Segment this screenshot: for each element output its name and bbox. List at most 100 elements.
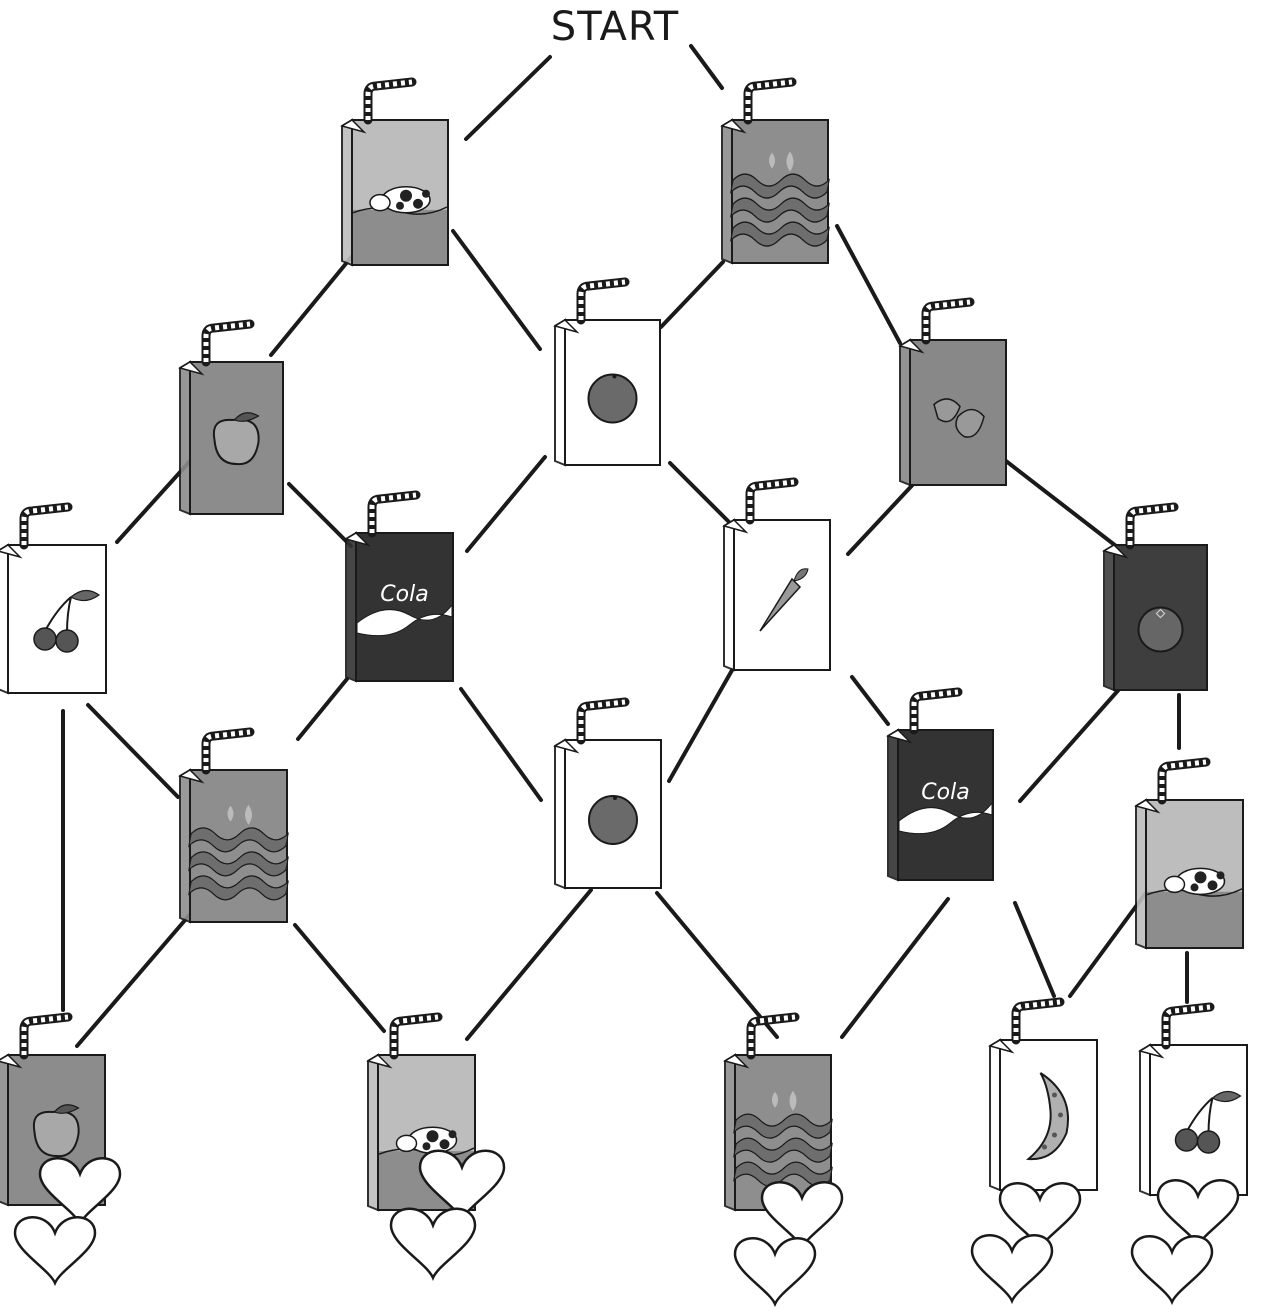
cow-spot (400, 190, 412, 202)
path-line (852, 677, 888, 724)
juice-box-cow (1136, 762, 1243, 948)
straw (1016, 1002, 1060, 1040)
path-line (848, 478, 919, 554)
box-side (342, 120, 352, 265)
straw (24, 507, 68, 545)
path-line (1006, 461, 1116, 546)
juice-box-blueberry (1104, 507, 1207, 690)
path-line (1015, 903, 1054, 996)
box-side (990, 1040, 1000, 1190)
straw (206, 324, 250, 362)
cherry-icon (56, 630, 78, 652)
path-line (289, 484, 351, 546)
juice-box-banana (972, 1002, 1097, 1301)
orange-icon (589, 796, 637, 844)
peach-icon (214, 419, 259, 464)
heart-icon (391, 1209, 475, 1278)
box-side (1140, 1045, 1150, 1195)
cherry-icon (1198, 1131, 1220, 1153)
heart-icon (972, 1235, 1052, 1301)
path-line (669, 665, 735, 781)
box-front (356, 533, 453, 681)
path-line (837, 226, 900, 343)
box-side (724, 520, 734, 670)
banana-spot (1052, 1133, 1057, 1138)
path-line (453, 231, 540, 349)
straw (750, 482, 794, 520)
box-side (1136, 800, 1146, 948)
cola-label: Cola (921, 780, 969, 805)
straw (372, 495, 416, 533)
heart-icon (15, 1217, 95, 1283)
path-line (298, 679, 347, 739)
cow-spot (1195, 871, 1207, 883)
path-line (670, 463, 732, 525)
path-line (1070, 894, 1145, 996)
path-line (466, 57, 550, 139)
path-line (467, 890, 591, 1039)
path-line (295, 925, 384, 1031)
path-line (842, 899, 948, 1037)
path-line (661, 262, 723, 327)
juice-box-cow (368, 1017, 504, 1278)
grass-band (1147, 892, 1242, 947)
cow-spot (423, 1142, 431, 1150)
orange-stem (613, 375, 617, 379)
juice-box-cola: Cola (888, 692, 993, 880)
path-line (77, 912, 192, 1046)
juice-box-waves (180, 732, 288, 922)
juice-box-peach (180, 324, 283, 514)
cherry-icon (1176, 1129, 1198, 1151)
juice-box-waves (725, 1017, 842, 1304)
juice-box-orange (555, 702, 661, 888)
straw (751, 1017, 795, 1055)
juice-box-peach (0, 1017, 120, 1283)
box-side (346, 533, 356, 681)
juice-box-strawberry (900, 302, 1006, 485)
juice-box-cola: Cola (346, 495, 453, 681)
box-side (888, 730, 898, 880)
cow-head (397, 1135, 417, 1151)
box-side (180, 362, 190, 514)
cow-spot (440, 1139, 450, 1149)
juice-box-waves (722, 82, 829, 263)
box-side (368, 1055, 378, 1210)
cola-label: Cola (380, 582, 428, 607)
straw (926, 302, 970, 340)
path-line (271, 255, 353, 355)
juice-box-carrot (724, 482, 830, 670)
box-front (1000, 1040, 1097, 1190)
straw (1166, 1007, 1210, 1045)
orange-stem (613, 796, 617, 800)
straw (1130, 507, 1174, 545)
straw (1162, 762, 1206, 800)
path-line (1020, 686, 1122, 801)
box-side (555, 320, 565, 465)
orange-icon (589, 375, 637, 423)
banana-spot (1042, 1145, 1047, 1150)
cherry-icon (34, 628, 56, 650)
cow-head (1165, 876, 1185, 892)
cow-spot (427, 1130, 439, 1142)
juice-box-orange (555, 282, 660, 465)
box-side (900, 340, 910, 485)
blueberry-icon (1139, 608, 1183, 652)
cow-spot (413, 199, 423, 209)
cow-spot (1217, 871, 1225, 879)
path-line (467, 457, 545, 551)
juice-box-cherry (1132, 1007, 1247, 1302)
heart-icon (735, 1238, 815, 1304)
straw (206, 732, 250, 770)
grass-band (353, 210, 447, 264)
cow-spot (422, 190, 430, 198)
straw (914, 692, 958, 730)
box-side (1104, 545, 1114, 690)
peach-icon (34, 1111, 79, 1156)
box-side (0, 1055, 8, 1205)
path-line (691, 46, 722, 88)
straw (24, 1017, 68, 1055)
path-line (657, 893, 777, 1037)
cow-head (370, 195, 390, 211)
